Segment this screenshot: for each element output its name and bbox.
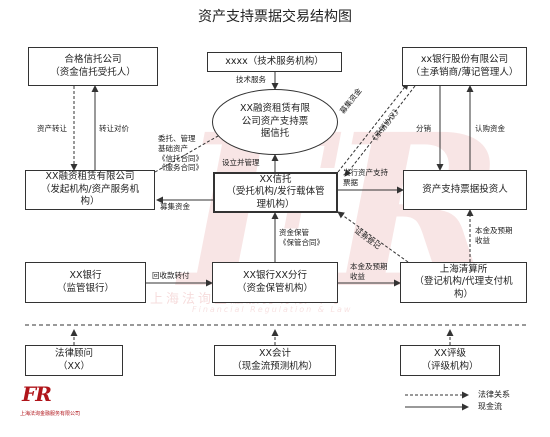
fr-logo-subtitle: 上海法询金融服务有限公司	[20, 411, 81, 417]
box-line: （监管银行）	[56, 282, 114, 294]
fr-logo: FR	[22, 382, 52, 406]
box-line: xx银行股份有限公司	[420, 54, 509, 66]
box-line: XX评级	[433, 348, 467, 360]
label-principal-income-mid: 本金及预期 收益	[350, 262, 388, 282]
box-legal-counsel: 法律顾问 （XX）	[25, 345, 123, 376]
diagram-title: 资产支持票据交易结构图	[198, 9, 352, 25]
label-entrust: 委托、管理 基础资产 《信托合同》 《服务合同》	[158, 134, 203, 173]
label-transfer-price: 转让对价	[99, 124, 129, 133]
label-distribution: 分销	[416, 124, 431, 133]
label-principal-income-right: 本金及预期 收益	[475, 226, 513, 246]
label-line: 发行资产支持	[343, 168, 388, 177]
box-leasing-company: XX融资租赁有限公司 （发起机构/资产服务机 构）	[25, 170, 155, 210]
box-line: XX银行	[69, 270, 102, 282]
ellipse-line: 公司资产支持票	[241, 115, 309, 127]
box-rating-agency: XX评级 （评级机构）	[400, 345, 500, 376]
line-underwriting	[344, 85, 416, 177]
box-trust-company: 合格信托公司 （资金信托受托人）	[28, 47, 158, 86]
label-line: 票据	[343, 177, 358, 187]
box-line: （主承销商/薄记管理人）	[410, 66, 519, 78]
label-subscribe-funds: 认购资金	[475, 124, 505, 133]
box-line: （登记机构/代理支付机	[414, 276, 513, 288]
box-line: 构）	[453, 288, 473, 300]
watermark-subtext: Financial Regulation & Law	[192, 305, 353, 314]
ellipse-trust-plan: XX融资租赁有限 公司资产支持票 据信托	[212, 89, 338, 155]
line-raise-funds-2	[337, 82, 409, 173]
line-securities-registration	[337, 211, 409, 263]
box-line: （现金流预测机构）	[232, 360, 318, 372]
label-line: 基础资产	[158, 143, 188, 153]
box-line: （资金信托受托人）	[50, 66, 136, 78]
box-line: XX银行XX分行	[242, 270, 308, 282]
label-line: 收益	[350, 271, 365, 281]
label-line: 本金及预期	[475, 226, 513, 235]
box-line: XX信托	[259, 173, 292, 185]
label-line: 委托、管理	[158, 134, 196, 143]
box-line: （评级机构）	[421, 360, 479, 372]
label-asset-transfer: 资产转让	[37, 124, 67, 133]
box-line: 资产支持票据投资人	[422, 183, 508, 195]
box-line: xxxx（技术服务机构）	[225, 55, 324, 67]
label-custody: 资金保管 《保管合同》	[279, 228, 324, 248]
box-accountant: XX会计 （现金流预测机构）	[214, 345, 336, 376]
box-line: 理机构）	[256, 198, 295, 210]
box-bank-underwriter: xx银行股份有限公司 （主承销商/薄记管理人）	[402, 47, 527, 86]
box-line: （受托机构/发行载体管	[226, 186, 325, 198]
label-line: 《服务合同》	[158, 163, 203, 173]
box-line: XX融资租赁有限公司	[45, 171, 135, 183]
box-investors: 资产支持票据投资人	[403, 170, 527, 210]
label-tech-service: 技术服务	[236, 75, 266, 84]
box-tech-service: xxxx（技术服务机构）	[207, 52, 342, 72]
box-line: 法律顾问	[54, 348, 93, 360]
label-issue-notes: 发行资产支持 票据	[343, 168, 388, 188]
box-line: （发起机构/资产服务机	[40, 183, 140, 195]
label-line: 《信托合同》	[158, 153, 203, 163]
box-line: （XX）	[57, 360, 91, 372]
box-line: XX会计	[258, 348, 292, 360]
box-regulator-bank: XX银行 （监管银行）	[25, 262, 146, 303]
label-line: 资金保管	[279, 228, 309, 237]
label-setup-manage: 设立并管理	[222, 158, 260, 167]
label-raise-funds: 募集资金	[160, 202, 190, 211]
label-collection-transfer: 回收款转付	[152, 271, 190, 280]
box-line: 合格信托公司	[64, 54, 122, 66]
label-line: 本金及预期	[350, 262, 388, 271]
box-line: 上海清算所	[439, 263, 488, 275]
label-line: 收益	[475, 235, 490, 245]
legend-cash-label: 现金流	[478, 402, 502, 411]
legend-legal-label: 法律关系	[478, 390, 510, 399]
box-line: （资金保管机构）	[236, 282, 313, 294]
ellipse-line: XX融资租赁有限	[239, 103, 311, 115]
box-custodian-bank: XX银行XX分行 （资金保管机构）	[212, 262, 338, 303]
ellipse-line: 据信托	[260, 128, 290, 140]
label-line: 《保管合同》	[279, 237, 324, 247]
box-line: 构）	[80, 196, 100, 208]
box-xx-trust: XX信托 （受托机构/发行载体管 理机构）	[213, 172, 338, 213]
box-clearing-house: 上海清算所 （登记机构/代理支付机 构）	[400, 262, 527, 303]
